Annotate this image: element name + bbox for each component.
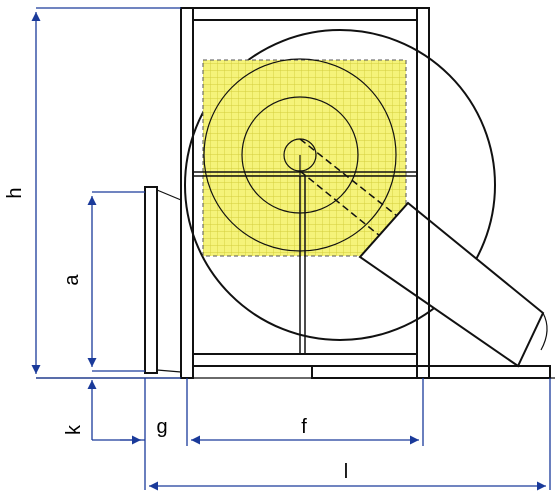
dimension-label-a: a [61, 274, 83, 286]
motor-arm [358, 201, 548, 368]
base-plate [36, 365, 555, 379]
inlet-duct [144, 186, 182, 374]
frame [180, 7, 430, 379]
dimension-label-f: f [301, 416, 307, 438]
dimension-label-g: g [156, 416, 167, 438]
fan-volute [184, 29, 496, 341]
dimension-lines [31, 7, 551, 491]
dimension-label-h: h [4, 187, 26, 198]
dimension-label-k: k [63, 424, 85, 435]
dimension-label-l: l [344, 461, 348, 483]
